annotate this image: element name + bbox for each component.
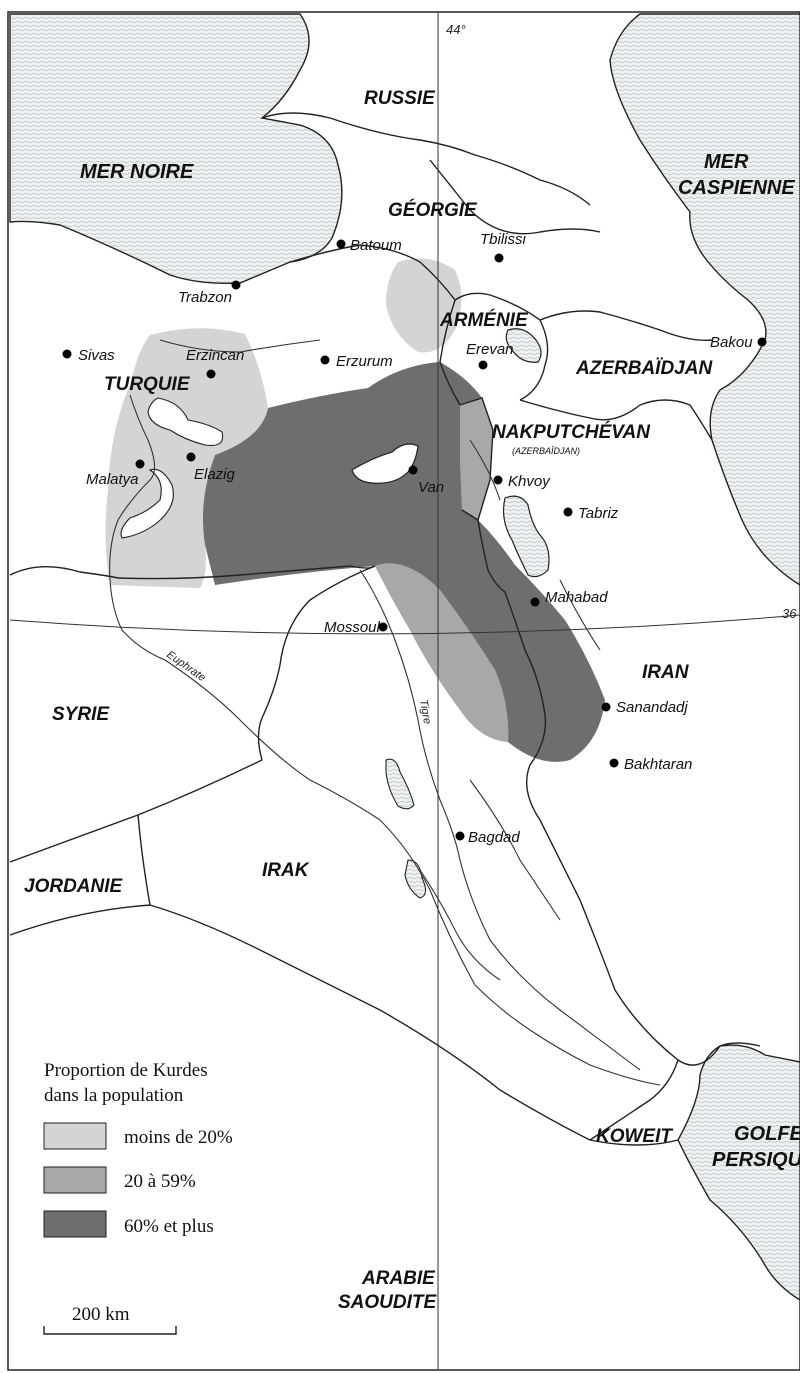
gulf-label-line2: PERSIQUE <box>712 1149 800 1171</box>
city-dot-bagdad <box>455 831 465 841</box>
legend-title-line1: Proportion de Kurdes <box>44 1060 208 1081</box>
keban-reservoir <box>147 397 224 447</box>
black-sea <box>9 13 343 284</box>
legend-label-light: moins de 20% <box>124 1127 233 1148</box>
city-dot-bakou <box>757 337 767 347</box>
city-batoum: Batoum <box>350 237 402 254</box>
city-erzincan: Erzincan <box>186 347 244 364</box>
river-tigre-label: Tigre <box>417 698 433 725</box>
legend-label-medium: 20 à 59% <box>124 1171 196 1192</box>
city-bakou: Bakou <box>710 334 753 351</box>
legend-label-dark: 60% et plus <box>124 1216 214 1237</box>
city-dot-erzurum <box>320 355 330 365</box>
caspian-sea <box>609 13 800 586</box>
city-elazig: Elazig <box>194 466 236 483</box>
iraq-label: IRAK <box>262 860 310 881</box>
city-khvoy: Khvoy <box>508 473 551 490</box>
city-dot-erevan <box>478 360 488 370</box>
legend-swatch-dark <box>43 1210 107 1238</box>
caspian-label-line1: MER <box>704 151 749 173</box>
meridian-label: 44° <box>446 22 466 37</box>
city-dot-batoum <box>336 239 346 249</box>
nakhchivan-sub-label: (AZERBAÏDJAN) <box>512 446 580 456</box>
parallel-36 <box>9 614 800 635</box>
rivers <box>109 339 661 1086</box>
syria-label: SYRIE <box>52 704 110 725</box>
lake-habbaniyah <box>404 859 427 899</box>
zone-medium-nakhchivan <box>460 398 493 520</box>
city-malatya: Malatya <box>86 471 139 488</box>
iran-label: IRAN <box>642 662 690 683</box>
saudi-label-line1: ARABIE <box>361 1268 436 1289</box>
parallel-label: 36 <box>782 606 797 621</box>
legend-title-line2: dans la population <box>44 1085 184 1106</box>
lake-sevan <box>505 328 542 363</box>
legend-swatch-light <box>43 1122 107 1150</box>
kuwait-label: KOWEIT <box>596 1126 673 1147</box>
lake-tharthar <box>385 758 415 810</box>
turkey-label: TURQUIE <box>104 374 191 395</box>
city-tbilissi: Tbilissi <box>480 231 527 248</box>
city-trabzon: Trabzon <box>178 289 232 306</box>
city-bagdad: Bagdad <box>468 829 520 846</box>
gulf-label-line1: GOLFE <box>734 1123 800 1145</box>
armenia-label: ARMÉNIE <box>439 309 529 331</box>
jordan-label: JORDANIE <box>24 876 124 897</box>
city-bakhtaran: Bakhtaran <box>624 756 692 773</box>
city-dot-sanandadj <box>601 702 611 712</box>
city-dot-mahabad <box>530 597 540 607</box>
zone-medium-iraq <box>375 563 509 742</box>
caspian-label-line2: CASPIENNE <box>678 177 795 199</box>
city-mahabad: Mahabad <box>545 589 608 606</box>
city-dot-bakhtaran <box>609 758 619 768</box>
scale-line <box>43 1326 177 1335</box>
legend-swatch-medium <box>43 1166 107 1194</box>
lake-urmia <box>502 495 550 578</box>
cities: Batoum Tbilissi Trabzon Bakou Sivas Erzi… <box>62 231 767 846</box>
city-dot-trabzon <box>231 280 241 290</box>
city-mossoul: Mossoul <box>324 619 381 636</box>
ataturk-reservoir <box>120 468 174 539</box>
city-dot-van <box>408 465 418 475</box>
georgia-label: GÉORGIE <box>388 199 478 221</box>
scale-bar: 200 km <box>43 1304 177 1335</box>
city-dot-tabriz <box>563 507 573 517</box>
nakhchivan-label: NAKPUTCHÉVAN <box>492 421 651 443</box>
city-erevan: Erevan <box>466 341 514 358</box>
city-dot-elazig <box>186 452 196 462</box>
zone-dark <box>202 362 606 762</box>
city-erzurum: Erzurum <box>336 353 393 370</box>
city-dot-sivas <box>62 349 72 359</box>
city-dot-malatya <box>135 459 145 469</box>
city-van: Van <box>418 479 444 496</box>
borders <box>9 112 761 1146</box>
city-sanandadj: Sanandadj <box>616 699 688 716</box>
city-tabriz: Tabriz <box>578 505 619 522</box>
city-dot-erzincan <box>206 369 216 379</box>
lake-van <box>351 443 419 484</box>
black-sea-label: MER NOIRE <box>80 161 194 183</box>
city-dot-khvoy <box>493 475 503 485</box>
zone-light-armenia <box>386 258 462 353</box>
city-sivas: Sivas <box>78 347 115 364</box>
azerbaijan-label: AZERBAÏDJAN <box>575 358 713 379</box>
city-dot-tbilissi <box>494 253 504 263</box>
russia-label: RUSSIE <box>364 88 436 109</box>
city-dot-mossoul <box>378 622 388 632</box>
scale-label: 200 km <box>72 1304 130 1325</box>
persian-gulf <box>677 1044 800 1301</box>
saudi-label-line2: SAOUDITE <box>338 1292 438 1313</box>
legend: Proportion de Kurdes dans la population … <box>43 1060 233 1238</box>
